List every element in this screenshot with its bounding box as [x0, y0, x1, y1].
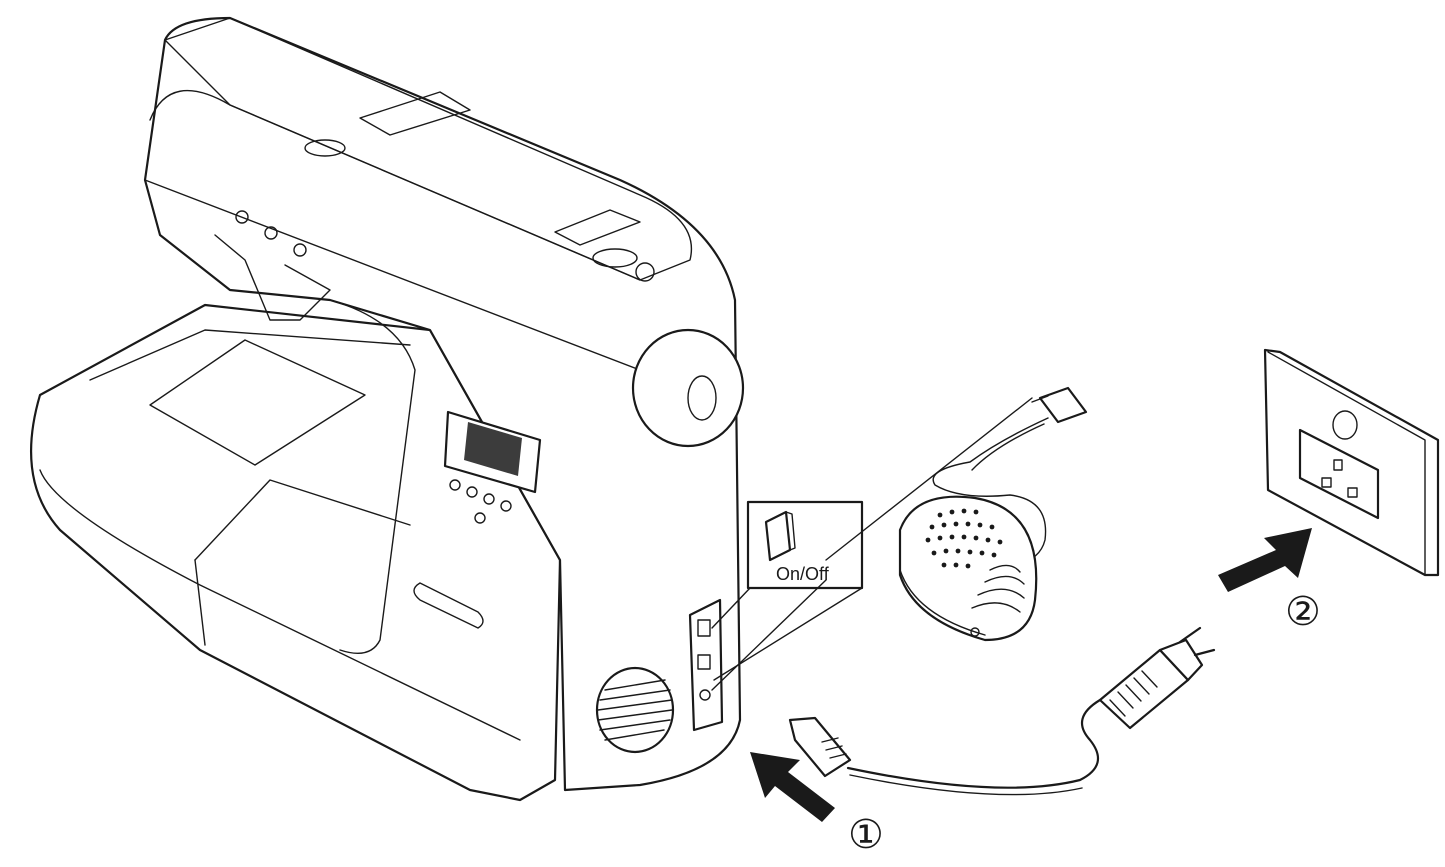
foot-controller-icon [711, 386, 1088, 691]
switch-label: On/Off [776, 564, 830, 584]
arrow-icon [750, 528, 1312, 822]
power-plug-icon [788, 626, 1216, 796]
step-two-label: ② [1285, 590, 1321, 634]
step-one-label: ① [848, 813, 884, 857]
wall-socket-icon [1263, 348, 1440, 577]
sewing-machine-icon [30, 16, 745, 802]
